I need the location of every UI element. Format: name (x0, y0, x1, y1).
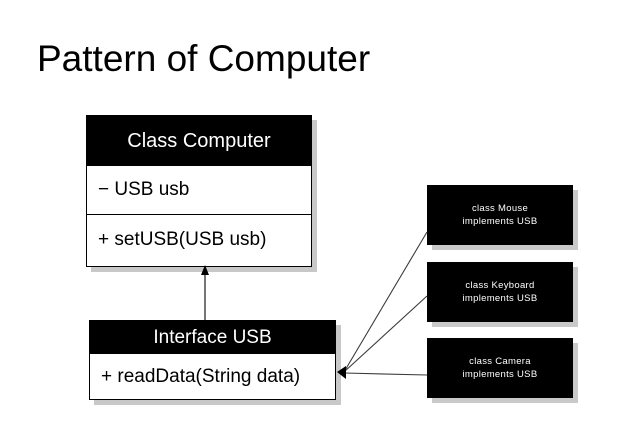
impl-box-camera-line2: implements USB (462, 369, 538, 380)
class-box-computer[interactable]: Class Computer − USB usb + setUSB(USB us… (86, 115, 312, 267)
connector-mouse-usb-line (343, 231, 428, 373)
impl-box-mouse-line1: class Mouse (471, 203, 529, 214)
impl-box-mouse[interactable]: class Mouse implements USB (427, 185, 573, 245)
class-box-interface-usb-header: Interface USB (90, 321, 335, 354)
impl-box-camera-line1: class Camera (469, 356, 531, 367)
connector-camera-usb-line (343, 372, 428, 376)
connector-keyboard-usb-line (343, 295, 428, 373)
impl-box-keyboard-line2: implements USB (462, 293, 538, 304)
class-box-interface-usb[interactable]: Interface USB + readData(String data) (89, 320, 336, 400)
impl-box-keyboard-line1: class Keyboard (465, 280, 535, 291)
class-box-computer-operation: + setUSB(USB usb) (87, 214, 311, 264)
impl-box-camera[interactable]: class Camera implements USB (427, 338, 573, 398)
connector-implementors-usb-arrowhead (337, 366, 346, 379)
class-box-computer-attribute: − USB usb (87, 166, 311, 214)
class-box-computer-header: Class Computer (87, 116, 311, 166)
impl-box-keyboard[interactable]: class Keyboard implements USB (427, 262, 573, 322)
page-title: Pattern of Computer (37, 38, 371, 79)
impl-box-mouse-line2: implements USB (462, 216, 538, 227)
class-box-interface-usb-operation: + readData(String data) (90, 354, 335, 399)
